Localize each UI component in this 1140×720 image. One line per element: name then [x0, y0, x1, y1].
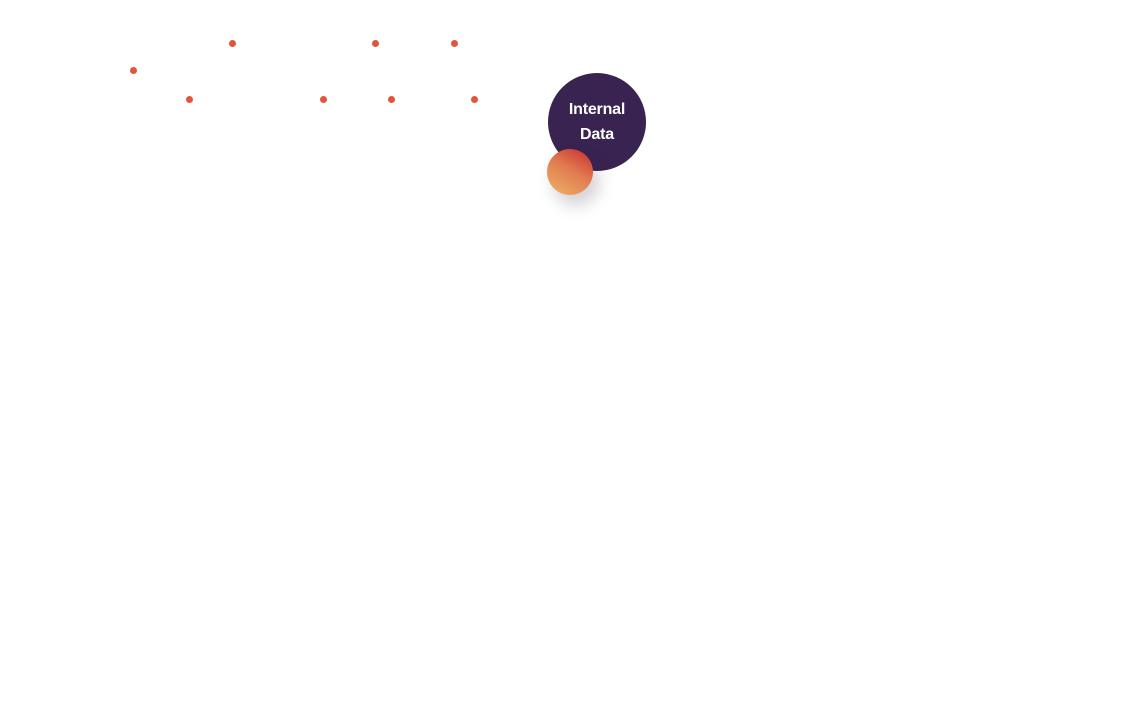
scatter-dot: [372, 40, 379, 47]
gradient-orb: [547, 149, 593, 195]
scatter-dot: [229, 40, 236, 47]
scatter-dot: [388, 96, 395, 103]
scatter-dot: [130, 67, 137, 74]
scatter-dot: [471, 96, 478, 103]
scatter-dot: [451, 40, 458, 47]
scatter-dot: [320, 96, 327, 103]
scatter-dot: [186, 96, 193, 103]
internal-data-label: Internal Data: [568, 101, 626, 143]
